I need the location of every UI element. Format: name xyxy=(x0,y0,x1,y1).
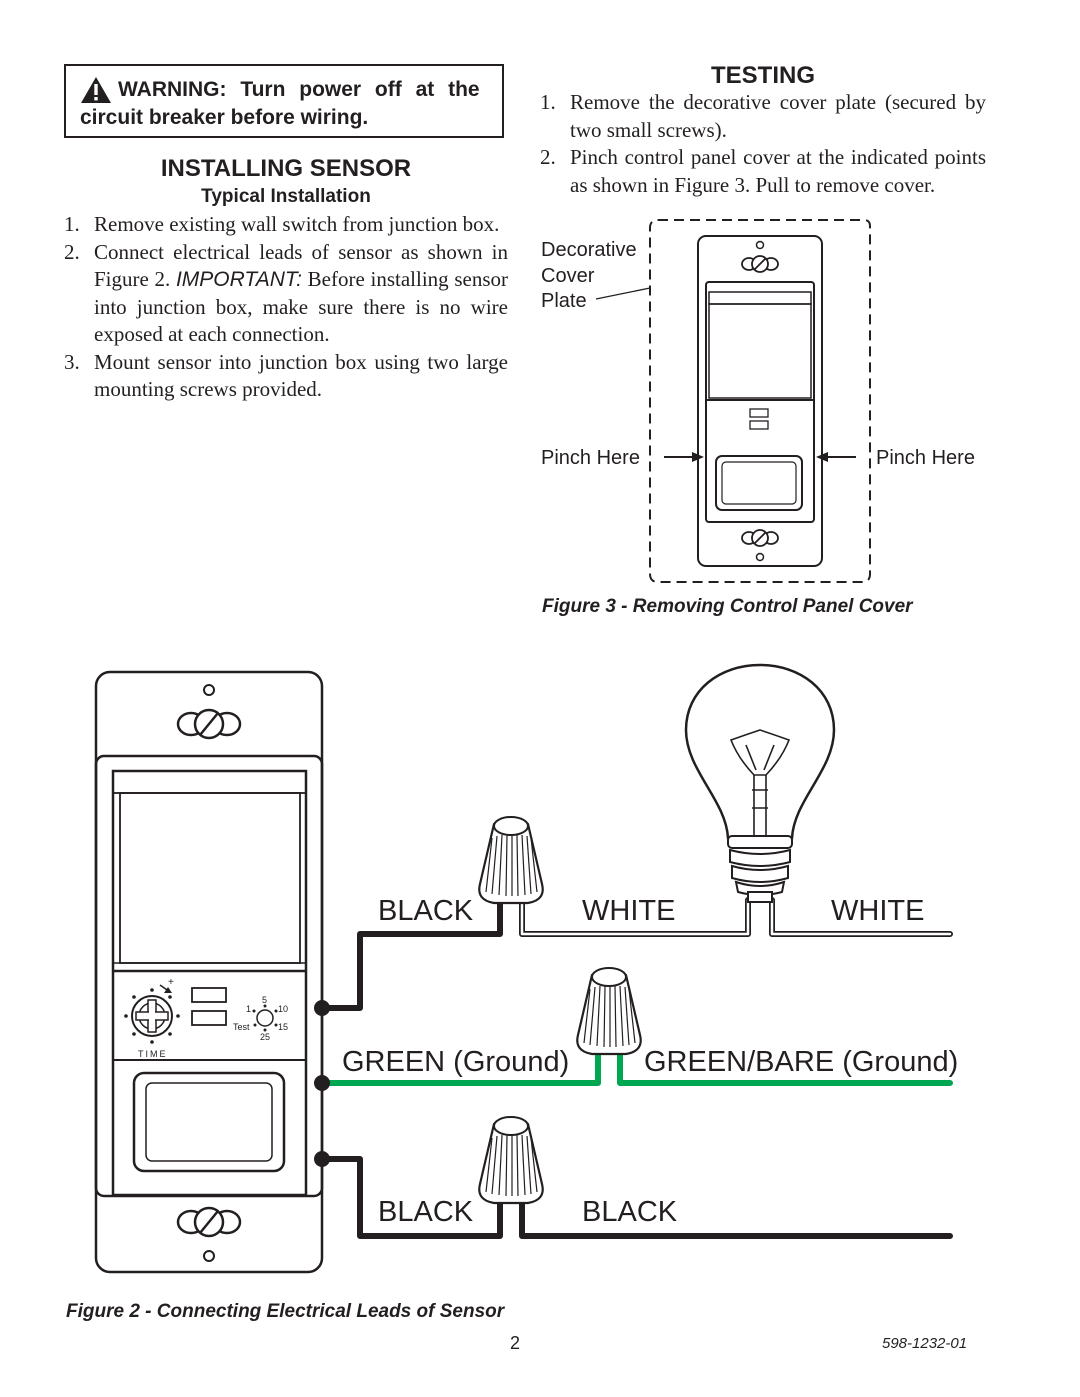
label-white-right: WHITE xyxy=(831,895,924,927)
dial-label-5: 5 xyxy=(262,995,267,1005)
light-bulb-icon xyxy=(684,663,836,903)
green-ground-wire-right xyxy=(617,1049,953,1086)
dial-label-25: 25 xyxy=(260,1032,270,1042)
figure-3-caption: Figure 3 - Removing Control Panel Cover xyxy=(542,596,913,617)
push-button-large xyxy=(132,1071,286,1173)
dial-label-1: 1 xyxy=(246,1004,251,1014)
testing-step-2: 2. Pinch control panel cover at the indi… xyxy=(540,145,986,197)
install-step-1: 1. Remove existing wall switch from junc… xyxy=(64,212,500,236)
decorative-cover-plate xyxy=(697,235,823,567)
warning-box: WARNING: Turn power off at the circuit b… xyxy=(64,64,504,138)
figure-2-caption: Figure 2 - Connecting Electrical Leads o… xyxy=(66,1301,505,1322)
mounting-screw-bottom-icon xyxy=(176,1206,242,1238)
small-screw-hole-bottom xyxy=(755,552,765,562)
testing-step-1: 1. Remove the decorative cover plate (se… xyxy=(540,90,986,142)
important-label: IMPORTANT: xyxy=(175,268,302,291)
dial-label-test: Test xyxy=(233,1022,250,1032)
indicator-slot-bottom xyxy=(191,1010,227,1026)
svg-text:+: + xyxy=(168,977,174,988)
cover-plate-leader xyxy=(595,287,651,300)
indicator-slot-top xyxy=(191,987,227,1003)
small-screw-hole-top xyxy=(755,240,765,250)
terminal-black-top xyxy=(314,1000,330,1016)
wire-nut-bottom-icon xyxy=(478,1116,544,1205)
document-number: 598-1232-01 xyxy=(882,1335,968,1352)
installing-sensor-heading: INSTALLING SENSOR xyxy=(160,155,412,182)
time-label: TIME xyxy=(138,1049,168,1059)
testing-steps-list: 1. Remove the decorative cover plate (se… xyxy=(540,89,986,199)
label-black-bottom-left: BLACK xyxy=(378,1196,474,1228)
terminal-black-bottom xyxy=(314,1151,330,1167)
install-step-2: 2. Connect electrical leads of sensor as… xyxy=(64,239,508,347)
wire-nut-top-icon xyxy=(478,816,544,905)
label-green-left: GREEN (Ground) xyxy=(342,1046,569,1078)
control-panel xyxy=(705,281,815,523)
installing-steps-list: 1. Remove existing wall switch from junc… xyxy=(64,211,508,404)
typical-installation-subheading: Typical Installation xyxy=(201,186,371,207)
junction-box-outline xyxy=(649,219,871,583)
lead-terminals xyxy=(314,1000,330,1167)
label-black-top-left: BLACK xyxy=(378,895,474,927)
install-step-3: 3. Mount sensor into junction box using … xyxy=(64,349,508,402)
label-cover: Cover xyxy=(541,265,595,287)
figure-3-diagram xyxy=(595,219,871,583)
mounting-screw-top-icon xyxy=(176,708,242,740)
label-decorative: Decorative xyxy=(541,239,637,261)
pinch-arrow-right-icon xyxy=(816,452,856,462)
time-dial-icon: + xyxy=(124,977,180,1044)
dial-label-10: 10 xyxy=(278,1004,288,1014)
label-green-right: GREEN/BARE (Ground) xyxy=(644,1046,958,1078)
wire-nut-green-icon xyxy=(576,967,642,1056)
test-dial-icon xyxy=(252,1004,278,1032)
sensor-lens-large xyxy=(119,792,301,964)
screw-hole-top xyxy=(203,684,215,696)
sensor-switch-figure: + xyxy=(94,670,324,1274)
dial-label-15: 15 xyxy=(278,1022,288,1032)
push-button xyxy=(715,455,803,511)
black-wire-sensor-bottom xyxy=(319,1156,503,1239)
screw-top-icon xyxy=(741,255,779,273)
pinch-here-right-label: Pinch Here xyxy=(876,447,975,469)
pinch-here-left-label: Pinch Here xyxy=(541,447,640,469)
warning-triangle-icon xyxy=(81,77,111,103)
label-black-bottom-right: BLACK xyxy=(582,1196,678,1228)
screw-bottom-icon xyxy=(741,529,779,547)
warning-line-1: WARNING: Turn power off at the xyxy=(118,78,480,101)
black-wire-line xyxy=(519,1197,953,1239)
testing-heading: TESTING xyxy=(710,62,815,89)
green-ground-wire-left xyxy=(319,1049,601,1086)
screw-hole-bottom xyxy=(203,1250,215,1262)
wires xyxy=(319,897,953,1239)
terminal-green xyxy=(314,1075,330,1091)
pinch-arrow-left-icon xyxy=(664,452,704,462)
warning-line-2: circuit breaker before wiring. xyxy=(80,106,369,129)
black-wire-sensor-top xyxy=(319,897,503,1011)
label-plate: Plate xyxy=(541,290,587,312)
sensor-lens xyxy=(708,303,812,399)
page-number: 2 xyxy=(510,1333,521,1353)
label-white-mid: WHITE xyxy=(582,895,675,927)
sensor-body xyxy=(111,769,308,1197)
